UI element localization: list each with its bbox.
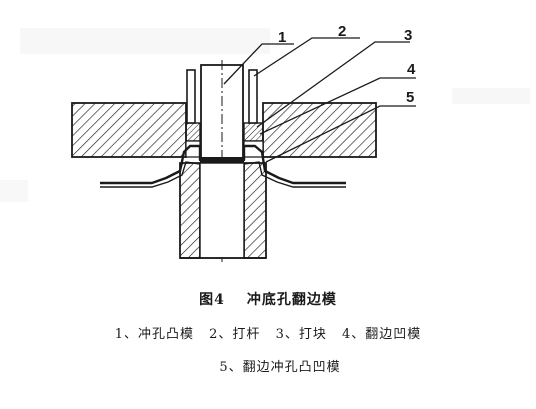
parts-legend-line-1: 1、冲孔凸模 2、打杆 3、打块 4、翻边凹模 <box>0 323 536 342</box>
leader-line-4 <box>259 77 416 135</box>
leader-label-4: 4 <box>407 61 416 78</box>
leader-label-1: 1 <box>278 29 286 46</box>
flanging-piercing-punch-die <box>179 162 267 259</box>
leader-line-1 <box>223 43 294 85</box>
die-plate-right <box>262 102 377 158</box>
legend-item-4: 4、翻边凹模 <box>341 327 422 342</box>
knockout-block-left <box>185 122 201 142</box>
knockout-rod-right <box>248 69 258 124</box>
leader-lines <box>223 37 416 163</box>
knockout-block-right <box>243 122 264 142</box>
knockout-rods <box>186 69 258 124</box>
die-plate <box>71 102 377 158</box>
figure-title: 冲底孔翻边模 <box>246 292 337 308</box>
scan-shade-right <box>452 88 530 104</box>
figure-number: 图4 <box>199 292 225 308</box>
legend-item-3: 3、打块 <box>275 327 327 342</box>
scan-shade-left <box>0 180 28 202</box>
leader-line-3 <box>256 41 410 128</box>
sheet-blank-web <box>200 157 244 163</box>
die-plate-left <box>71 102 187 158</box>
knockout-rod-left <box>186 69 196 124</box>
leader-line-2 <box>253 37 360 77</box>
leader-label-3: 3 <box>404 27 412 44</box>
legend-item-2: 2、打杆 <box>209 327 261 342</box>
leader-label-2: 2 <box>338 23 346 40</box>
leader-label-5: 5 <box>406 89 414 106</box>
leader-line-5 <box>265 105 416 163</box>
scan-shade-top <box>20 28 270 54</box>
punch-die-bore <box>199 162 245 259</box>
figure-caption: 图4 冲底孔翻边模 <box>0 289 536 309</box>
legend-item-5: 5、翻边冲孔凸凹模 <box>219 360 341 375</box>
legend-item-1: 1、冲孔凸模 <box>114 327 194 342</box>
parts-legend-line-2: 5、翻边冲孔凸凹模 <box>0 356 536 375</box>
